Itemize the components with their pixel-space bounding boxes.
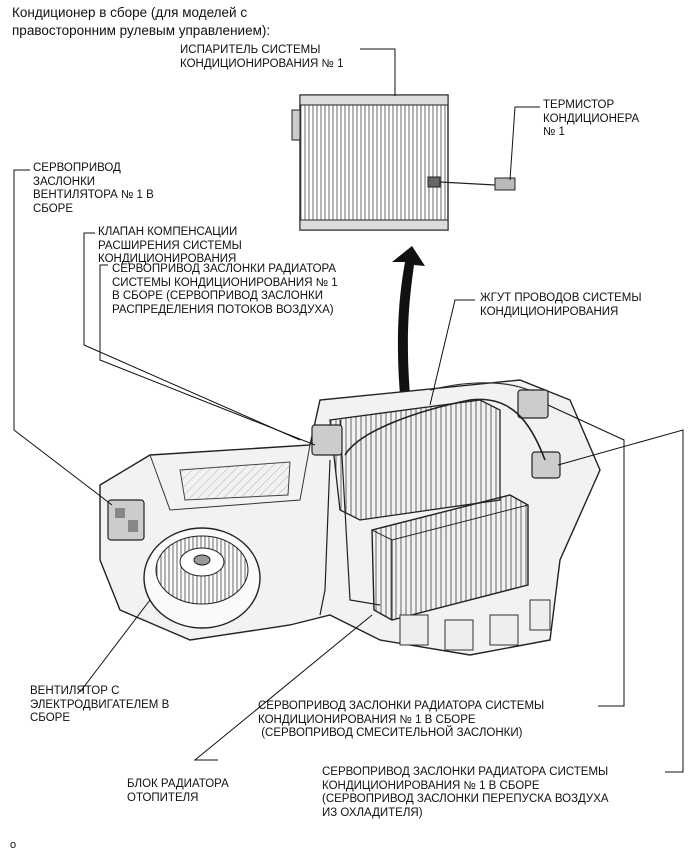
removal-arrow [392,246,425,395]
label-mode-servo: СЕРВОПРИВОД ЗАСЛОНКИ РАДИАТОРА СИСТЕМЫ К… [112,263,338,316]
leader-lines [13,48,684,773]
thermistor-drawing [439,177,516,191]
harness-lead [319,459,331,616]
air-mix-servo-drawing [517,389,549,419]
label-evaporator: ИСПАРИТЕЛЬ СИСТЕМЫ КОНДИЦИОНИРОВАНИЯ № 1 [180,44,344,70]
label-expansion-valve: КЛАПАН КОМПЕНСАЦИИ РАСШИРЕНИЯ СИСТЕМЫ КО… [98,226,242,265]
blower-fan-drawing [143,527,261,629]
evaporator-drawing [291,94,449,231]
blower-servo-drawing [107,499,145,541]
label-blower-motor: ВЕНТИЛЯТОР С ЭЛЕКТРОДВИГАТЕЛЕМ В СБОРЕ [30,685,170,724]
label-blower-servo: СЕРВОПРИВОД ЗАСЛОНКИ ВЕНТИЛЯТОРА № 1 В С… [33,162,154,215]
diagram-title: Кондиционер в сборе (для моделей с право… [12,5,271,38]
label-thermistor: ТЕРМИСТОР КОНДИЦИОНЕРА № 1 [543,99,640,138]
label-wire-harness: ЖГУТ ПРОВОДОВ СИСТЕМЫ КОНДИЦИОНИРОВАНИЯ [480,292,642,318]
label-bypass-servo: СЕРВОПРИВОД ЗАСЛОНКИ РАДИАТОРА СИСТЕМЫ К… [322,766,609,819]
label-air-mix-servo: СЕРВОПРИВОД ЗАСЛОНКИ РАДИАТОРА СИСТЕМЫ К… [258,700,545,739]
bypass-servo-drawing [531,451,561,479]
label-heater-core: БЛОК РАДИАТОРА ОТОПИТЕЛЯ [127,778,229,804]
wire-harness-drawing [344,398,546,461]
lower-ducts-drawing [399,599,551,651]
heater-core-drawing [371,494,529,621]
mode-servo-drawing [311,424,343,456]
figure-code: o [10,839,17,851]
